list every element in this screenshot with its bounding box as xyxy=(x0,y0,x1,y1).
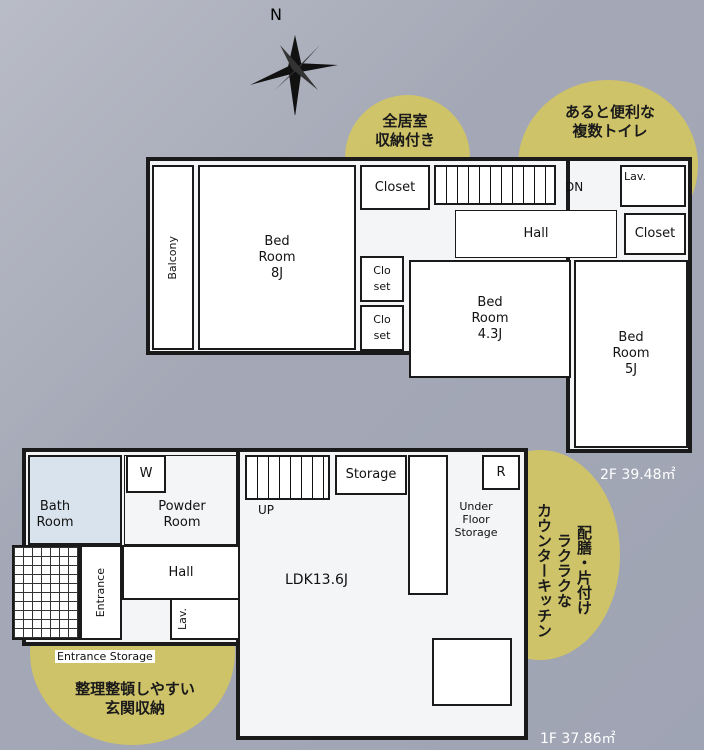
room-hall-2f: Hall xyxy=(455,210,617,258)
callout-line: あると便利な xyxy=(564,103,655,121)
callout-storage-text: 全居室収納付き xyxy=(355,112,455,150)
kitchen-counter xyxy=(408,455,448,595)
callout-line: 複数トイレ xyxy=(572,122,648,140)
room-lav-1f: Lav. xyxy=(170,598,240,640)
room-label: Bath Room xyxy=(36,499,74,530)
room-bed-5j: Bed Room 5J xyxy=(574,260,688,448)
room-label: Entrance xyxy=(94,567,107,618)
room-lav-2f: Lav. xyxy=(620,165,686,207)
room-label: Lav. xyxy=(624,170,647,183)
stairs-1f xyxy=(245,455,330,500)
room-closet-b: Clo set xyxy=(360,305,404,351)
compass: N xyxy=(250,5,340,115)
room-closet-east: Closet xyxy=(624,213,686,255)
floor1-area: 1F 37.86㎡ xyxy=(540,731,616,747)
room-closet: Closet xyxy=(360,165,430,210)
room-entrance-floor xyxy=(12,545,80,640)
callout-line: 整理整頓しやすい xyxy=(75,680,195,698)
stairs-2f xyxy=(434,165,556,205)
room-label: Balcony xyxy=(166,235,179,280)
callout-line: 収納付き xyxy=(374,131,435,149)
callout-line: 配膳・片付け xyxy=(575,525,593,615)
callout-toilets-text: あると便利な複数トイレ xyxy=(540,103,680,141)
room-entrance: Entrance xyxy=(80,545,122,640)
room-label: Closet xyxy=(634,226,676,241)
room-storage: Storage xyxy=(335,455,407,495)
callout-line: ラクラクな xyxy=(555,532,573,608)
room-label: Storage xyxy=(345,467,397,482)
room-closet-a: Clo set xyxy=(360,256,404,302)
washer-space: W xyxy=(126,455,166,493)
room-label: Hall xyxy=(523,226,549,241)
room-label: Closet xyxy=(374,179,416,195)
dining-table xyxy=(432,638,512,706)
room-label: Bed Room 5J xyxy=(612,330,650,377)
room-label: W xyxy=(139,466,153,481)
callout-line: 玄関収納 xyxy=(104,699,165,717)
callout-kitchen-text: 配膳・片付けラクラクなカウンターキッチン xyxy=(534,470,594,670)
room-label: Clo set xyxy=(373,264,391,293)
compass-north-label: N xyxy=(270,5,282,24)
room-label: Lav. xyxy=(176,607,189,631)
refrigerator-space: R xyxy=(482,455,520,490)
room-label: R xyxy=(496,464,506,480)
underfloor-storage-label: Under Floor Storage xyxy=(454,500,498,539)
room-powder: Powder Room xyxy=(124,455,240,545)
callout-entrance-text: 整理整頓しやすい玄関収納 xyxy=(45,680,225,718)
ldk-label: LDK13.6J xyxy=(285,572,349,588)
room-label: Bed Room 4.3J xyxy=(471,295,509,342)
room-bed-4-3j: Bed Room 4.3J xyxy=(409,260,571,378)
stairs-up-label: UP xyxy=(258,503,275,517)
room-hall-1f: Hall xyxy=(122,545,240,600)
stairs-dn-label: DN xyxy=(565,180,584,194)
room-label: Powder Room xyxy=(158,499,206,530)
entrance-storage-label: Entrance Storage xyxy=(55,650,155,663)
room-bed-8j: Bed Room 8J xyxy=(198,165,356,350)
room-bath: Bath Room xyxy=(28,455,122,545)
room-label: Hall xyxy=(168,564,194,580)
floor2-area: 2F 39.48㎡ xyxy=(600,467,676,483)
room-label: Clo set xyxy=(373,313,391,342)
room-label: Bed Room 8J xyxy=(258,233,296,281)
compass-rose-icon xyxy=(250,35,338,115)
callout-line: 全居室 xyxy=(382,112,428,130)
callout-line: カウンターキッチン xyxy=(535,502,553,638)
room-balcony: Balcony xyxy=(152,165,194,350)
